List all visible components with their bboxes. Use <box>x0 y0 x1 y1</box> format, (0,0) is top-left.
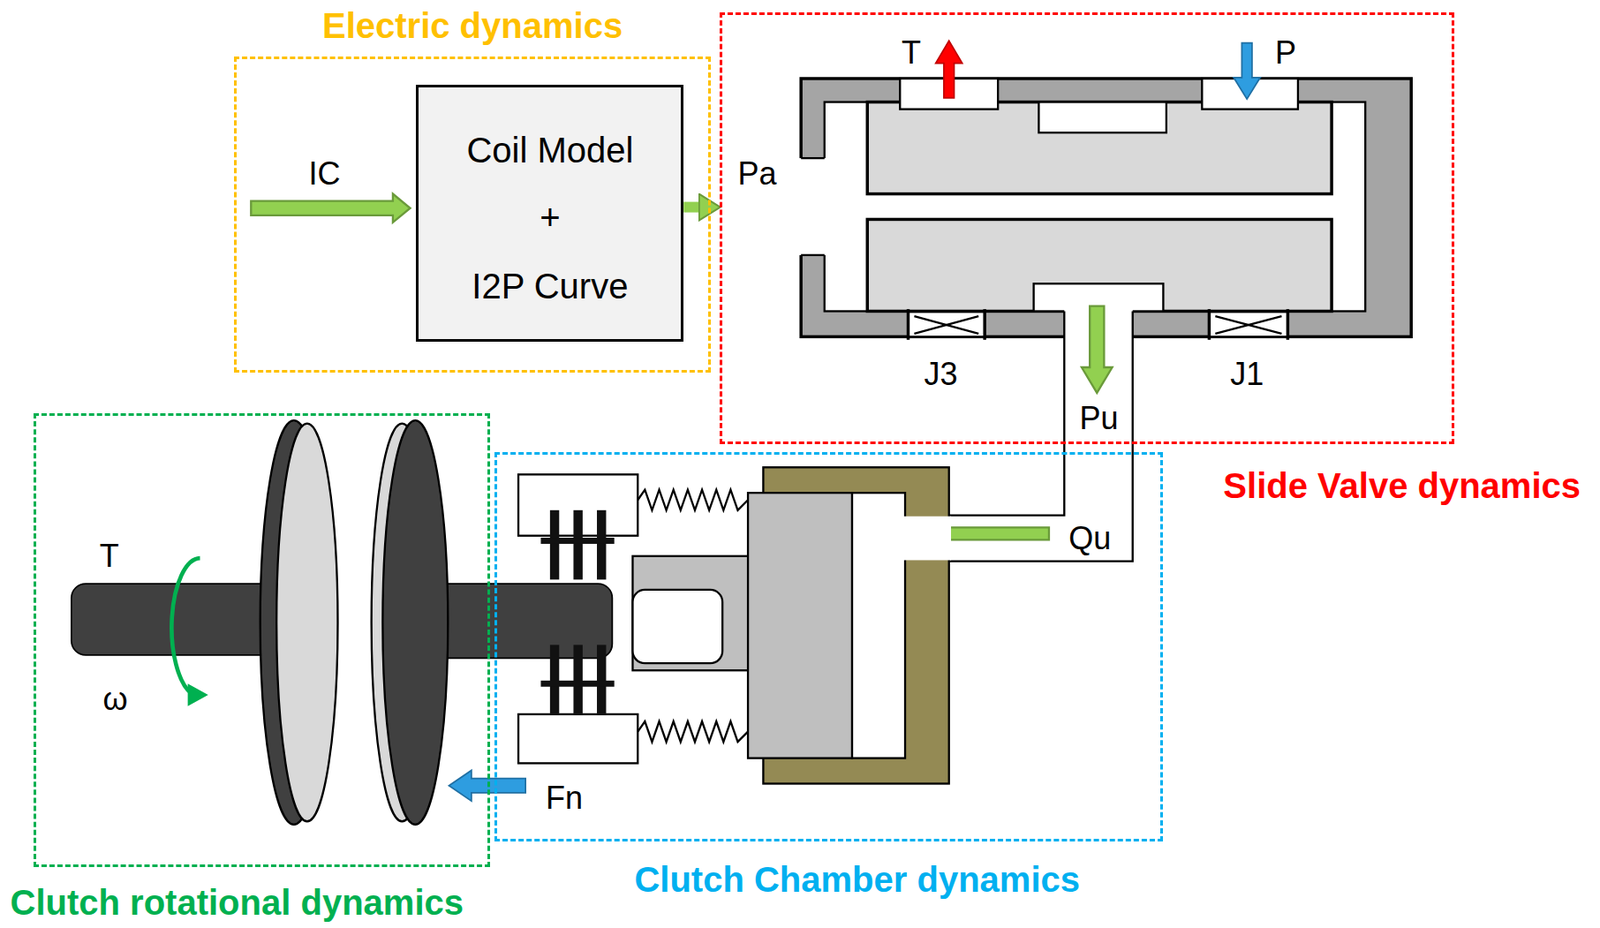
valve-spool <box>867 102 1332 195</box>
chamber-cavity <box>852 492 906 758</box>
clutch-stop <box>518 714 638 763</box>
clutch-disc <box>276 423 338 823</box>
valve-spool <box>867 218 1332 311</box>
restrictor-symbol <box>982 309 986 340</box>
piston-neck <box>632 556 750 671</box>
signal-label: T <box>901 34 921 71</box>
dashed-region: Electric dynamicsCoil Model+I2P Curve <box>233 56 712 373</box>
chamber-port <box>902 516 951 561</box>
signal-label: Pa <box>737 155 777 192</box>
restrictor-symbol <box>906 309 910 340</box>
signal-label: Qu <box>1068 520 1111 557</box>
valve-port <box>798 158 827 256</box>
signal-label: J3 <box>923 355 958 393</box>
restrictor-symbol <box>1207 309 1211 340</box>
clutch-plate <box>573 510 582 581</box>
dashed-region: Clutch Chamber dynamics <box>494 452 1163 842</box>
torque-arrow <box>171 558 200 695</box>
port-edge <box>800 157 825 159</box>
tank-arrow <box>935 40 963 99</box>
restrictor-symbol <box>1215 316 1282 334</box>
restrictor-symbol <box>913 316 979 334</box>
valve-cavity <box>824 102 1366 312</box>
restrictor-symbol <box>1208 313 1288 336</box>
signal-arrow <box>683 202 702 213</box>
box-text: Coil Model <box>466 129 634 171</box>
restrictor-symbol <box>907 313 985 336</box>
dashed-region: Clutch rotational dynamics <box>33 413 491 868</box>
clutch-plate <box>550 644 559 715</box>
spool-notch <box>1038 102 1166 134</box>
restrictor-symbol <box>1215 316 1282 334</box>
signal-label: IC <box>308 155 340 192</box>
region-heading: Clutch rotational dynamics <box>10 882 464 923</box>
signal-arrow <box>250 194 410 223</box>
piston <box>747 492 853 758</box>
illustration-group <box>71 40 1412 825</box>
clutch-plate <box>596 644 606 715</box>
clutch-plate <box>550 510 559 581</box>
torque-arrow <box>188 683 209 706</box>
clutch-plate <box>540 537 614 544</box>
clutch-plate <box>596 510 606 581</box>
clutch-plate <box>573 644 582 715</box>
restrictor-symbol <box>913 316 979 334</box>
region-heading: Clutch Chamber dynamics <box>633 859 1080 900</box>
signal-label: Pu <box>1079 400 1119 437</box>
region-heading: Slide Valve dynamics <box>1222 465 1581 506</box>
clutch-disc <box>382 420 448 825</box>
signal-label: T <box>99 537 120 574</box>
region-heading: Electric dynamics <box>322 5 623 46</box>
signal-label: P <box>1275 34 1297 71</box>
flow-arrow <box>1081 306 1113 393</box>
piston-hub <box>632 589 723 664</box>
box-text: + <box>539 196 560 238</box>
process-box: Coil Model + I2P Curve <box>415 84 684 342</box>
port-edge <box>800 254 825 257</box>
signal-label: Fn <box>545 779 583 816</box>
box-text: I2P Curve <box>471 265 628 307</box>
pressure-arrow <box>1233 43 1261 100</box>
clutch-plate <box>540 680 614 687</box>
spring-symbol <box>637 490 748 511</box>
valve-housing <box>800 78 1412 337</box>
signal-label: ω <box>103 680 129 717</box>
signal-label: J1 <box>1230 355 1264 393</box>
dashed-region: Slide Valve dynamics <box>719 12 1455 445</box>
restrictor-symbol <box>1286 309 1290 340</box>
spring-symbol <box>637 721 748 742</box>
